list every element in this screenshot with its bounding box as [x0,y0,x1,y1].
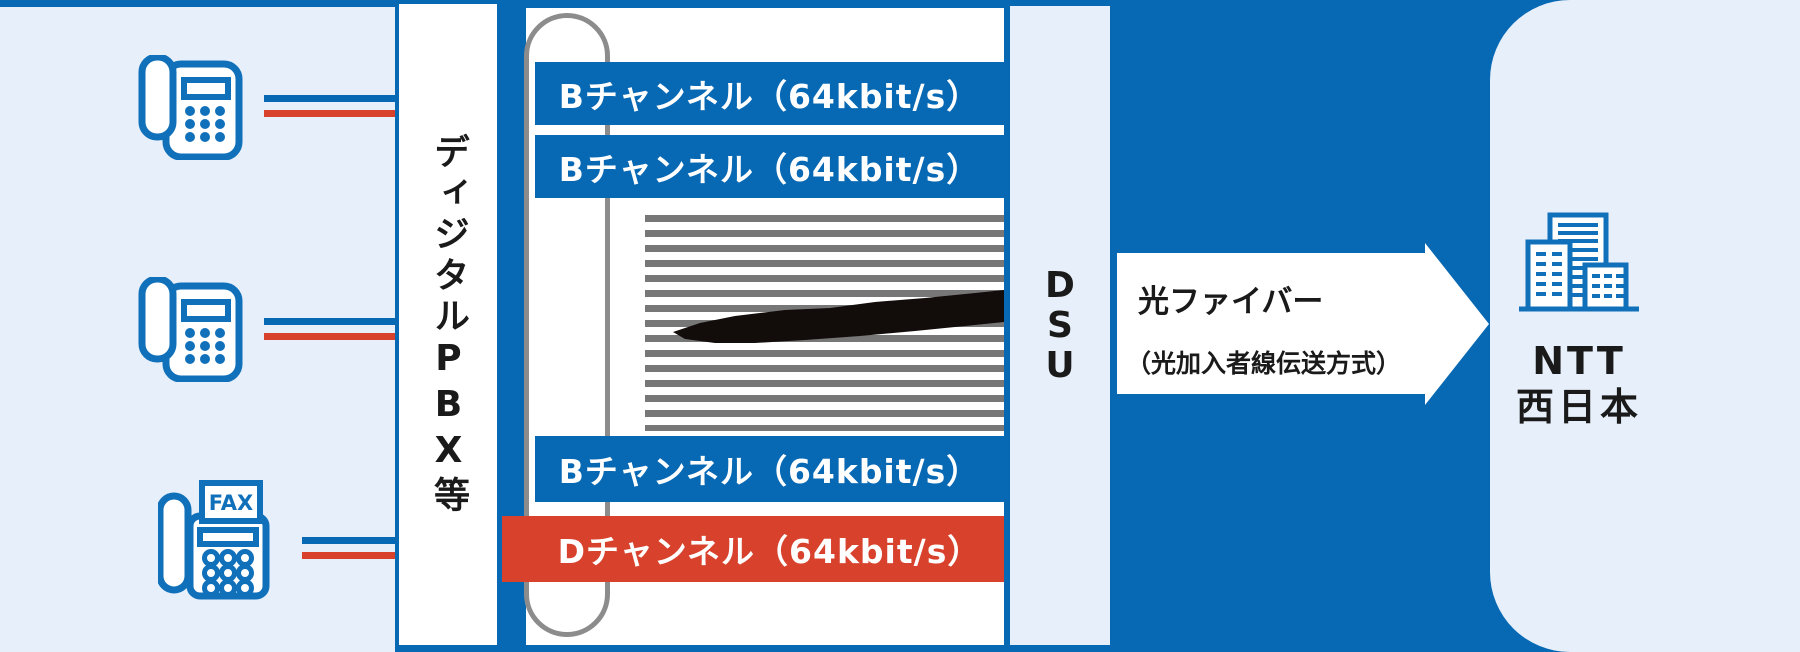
fax-icon: FAX [158,480,270,600]
phone-icon [138,55,243,160]
phone2-wire-red [264,333,395,340]
dsu-label: D S U [1045,264,1075,386]
ntt-name-line1: NTT [1532,339,1626,383]
b-channel-bar-3: Bチャンネル（64kbit/s） [535,436,1004,502]
b-channel-bar-1: Bチャンネル（64kbit/s） [535,62,1004,125]
dsu-column: D S U [1010,6,1110,645]
fax-wire-blue [302,537,395,544]
digital-pbx-box: ディジタルPBX等 [399,4,497,645]
dsu-letter-u: U [1045,344,1075,386]
dsu-letter-d: D [1045,264,1075,306]
fax-wire-red [302,552,395,559]
b-channel-label-1: Bチャンネル（64kbit/s） [558,76,981,116]
d-channel-label: Dチャンネル（64kbit/s） [557,532,982,571]
b-channel-label-3: Bチャンネル（64kbit/s） [558,452,981,491]
phone1-wire-blue [264,95,395,102]
b-channel-label-2: Bチャンネル（64kbit/s） [558,149,981,189]
digital-pbx-label: ディジタルPBX等 [428,132,469,517]
ntt-west-panel [1490,0,1800,652]
fiber-title: 光ファイバー [1138,284,1324,320]
phone2-wire-blue [264,318,395,325]
fax-label: FAX [209,491,253,515]
b-channel-bar-2: Bチャンネル（64kbit/s） [535,135,1004,198]
redaction-scribble [673,290,1004,343]
phone1-wire-red [264,110,395,117]
ntt-name-line2: 西日本 [1515,385,1642,429]
fiber-arrow [1117,243,1489,405]
d-channel-bar: Dチャンネル（64kbit/s） [502,516,1004,582]
phone-icon [138,277,243,382]
fiber-subtitle: （光加入者線伝送方式） [1126,349,1402,378]
ntt-west-block: NTT 西日本 [1490,212,1668,426]
dsu-letter-s: S [1047,304,1073,346]
ntt-building-icon [1519,212,1639,312]
